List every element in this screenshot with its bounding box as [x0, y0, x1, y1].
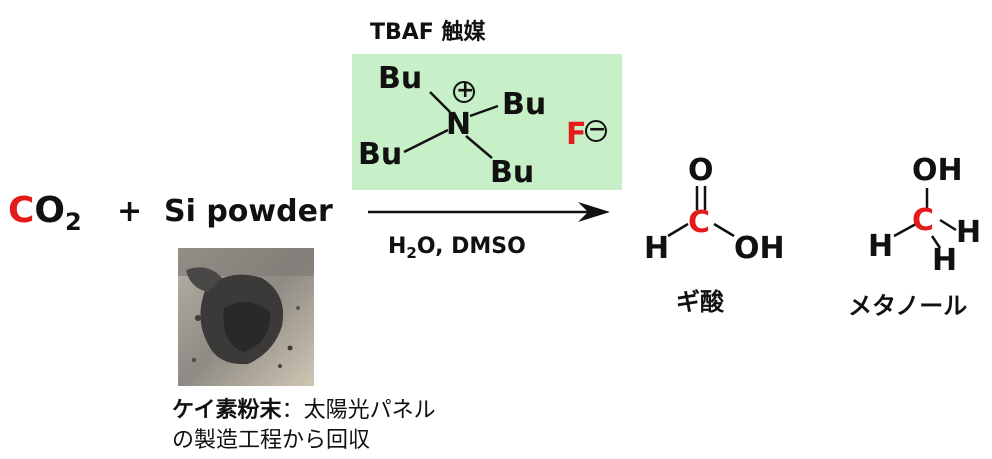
- formic-acid-name: ギ酸: [676, 288, 724, 316]
- butyl-group-bottom-left: Bu: [358, 137, 403, 172]
- conditions-rest: O, DMSO: [416, 234, 526, 259]
- fluoride-atom: F: [566, 117, 587, 152]
- methanol-name: メタノール: [848, 292, 968, 320]
- reaction-conditions: H2O, DMSO: [388, 234, 526, 262]
- anion-charge-circle: [585, 120, 607, 142]
- co2-carbon: C: [8, 190, 35, 231]
- formic-carbon: C: [688, 205, 711, 240]
- cation-charge-circle: [453, 81, 475, 103]
- co2-oxygen: O: [34, 190, 66, 231]
- butyl-group-top-left: Bu: [378, 61, 423, 96]
- formic-hydrogen: H: [644, 231, 670, 266]
- methanol-hydrogen-bottom: H: [932, 243, 958, 278]
- caption-line-2: の製造工程から回収: [172, 428, 371, 453]
- si-powder-photo: [178, 248, 314, 386]
- butyl-group-top-right: Bu: [502, 87, 547, 122]
- catalyst-structure-box: Bu Bu Bu Bu N + F −: [352, 54, 622, 190]
- methanol-carbon: C: [912, 203, 935, 238]
- cation-charge: +: [456, 78, 475, 103]
- caption-bold: ケイ素粉末: [172, 398, 282, 423]
- photo-caption: ケイ素粉末：太陽光パネル の製造工程から回収: [172, 396, 436, 456]
- si-powder-label: Si powder: [164, 194, 333, 229]
- methanol-bonds: [893, 188, 957, 249]
- catalyst-title: TBAF 触媒: [370, 20, 486, 45]
- plus-sign: +: [117, 194, 143, 229]
- methanol-hydroxyl: OH: [912, 153, 963, 188]
- nitrogen-atom: N: [446, 107, 472, 142]
- formic-acid-bonds: [667, 186, 735, 238]
- anion-charge: −: [588, 117, 607, 142]
- co2-formula: CO2: [8, 190, 82, 236]
- formic-hydroxyl: OH: [734, 231, 785, 266]
- caption-line-1: ケイ素粉末：太陽光パネル: [172, 396, 436, 426]
- caption-rest: ：太陽光パネル: [281, 398, 436, 423]
- co2-subscript: 2: [65, 208, 82, 236]
- formic-oxygen: O: [688, 153, 714, 188]
- water-subscript: 2: [406, 244, 417, 262]
- butyl-group-bottom-right: Bu: [490, 155, 535, 190]
- catalyst-bonds: [403, 81, 607, 159]
- reaction-arrow: [368, 202, 610, 222]
- methanol-hydrogen-right: H: [956, 215, 982, 250]
- methanol-hydrogen-left: H: [868, 229, 894, 264]
- water-h: H: [388, 234, 407, 259]
